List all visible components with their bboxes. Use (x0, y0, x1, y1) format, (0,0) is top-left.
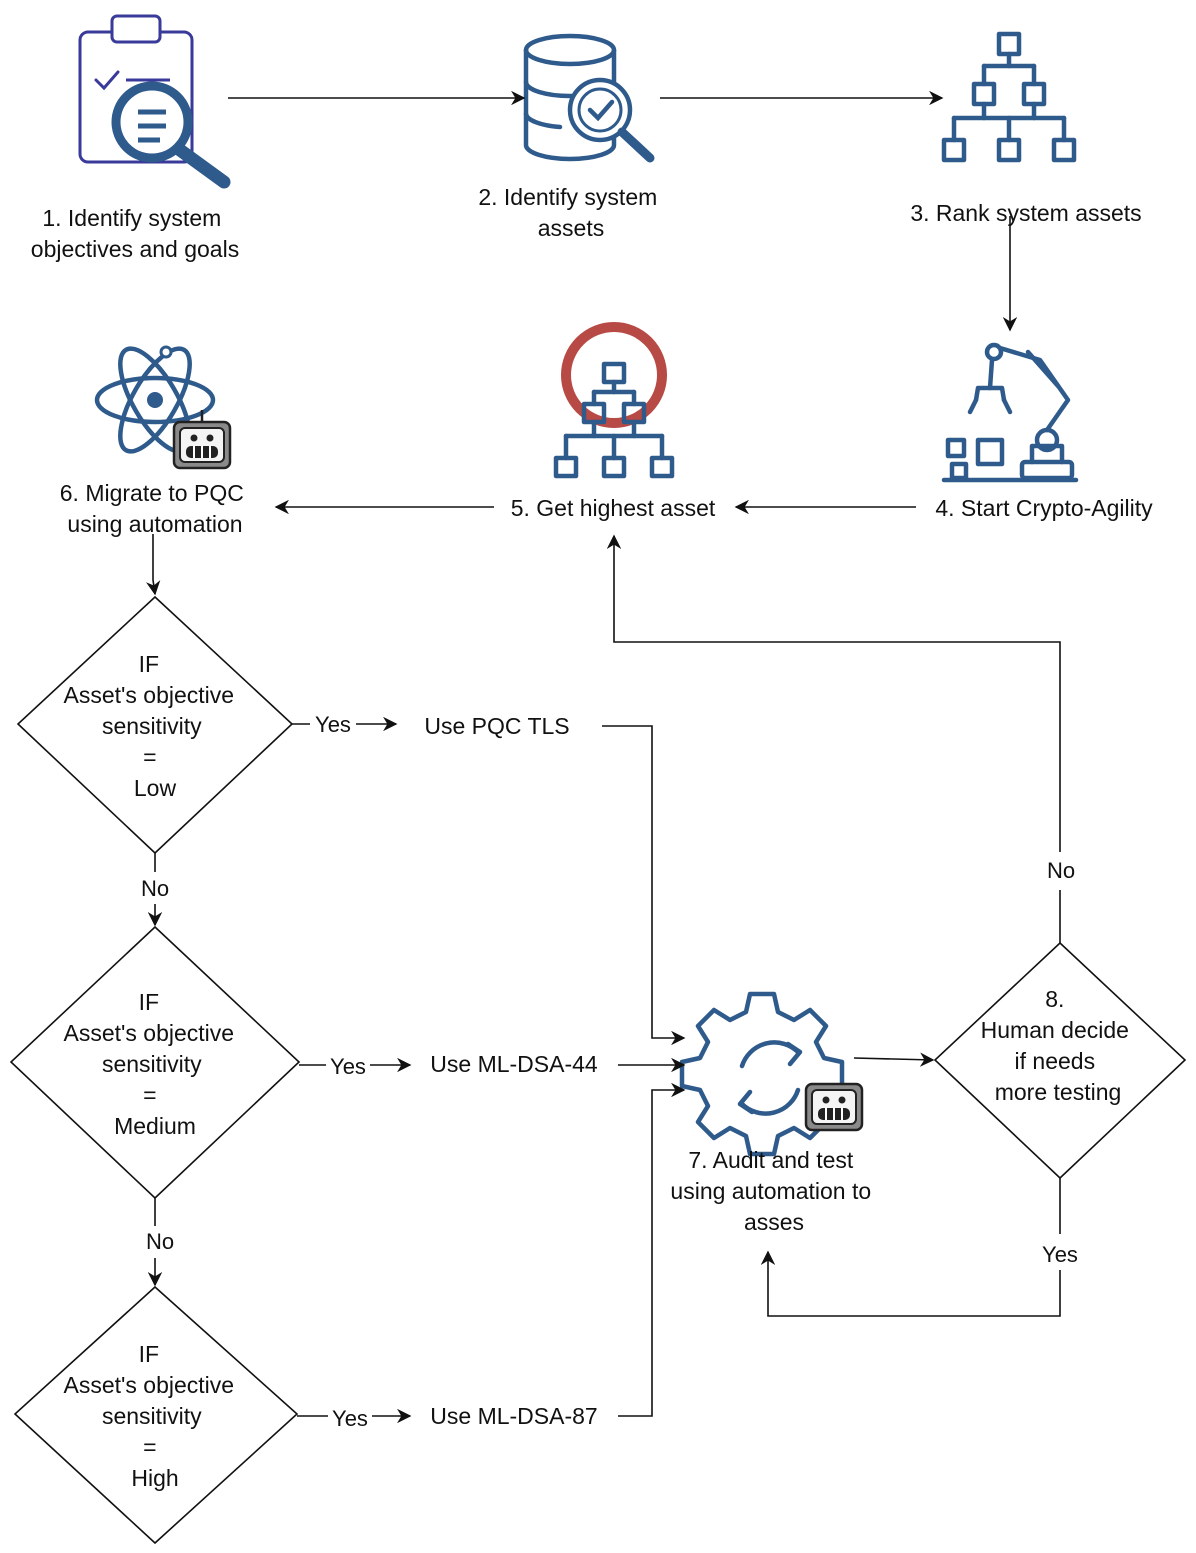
edge-label-no-low: No (141, 876, 169, 901)
action-ml-dsa-87: Use ML-DSA-87 (430, 1403, 597, 1429)
gear-sync-icon (679, 991, 845, 1157)
edge-8-no-back (606, 534, 1061, 852)
edge-6-low (146, 534, 161, 596)
edge-mldsa87-to-audit (618, 1082, 686, 1417)
step-2-label: 2. Identify system assets (478, 184, 663, 241)
hierarchy-icon (941, 31, 1077, 163)
robot-icon (172, 410, 232, 470)
decision-high (13, 1285, 299, 1545)
action-ml-dsa-44: Use ML-DSA-44 (430, 1051, 598, 1077)
robot-arm-icon (941, 342, 1079, 483)
highlighted-hierarchy-icon (553, 322, 675, 479)
edge-pqc-tls-to-audit (602, 725, 686, 1046)
database-search-icon (523, 33, 655, 163)
edge-label-yes-human: Yes (1042, 1242, 1078, 1267)
step-6-label: 6. Migrate to PQC using automation (60, 480, 250, 537)
step-5-label: 5. Get highest asset (511, 495, 716, 521)
step-1-label: 1. Identify system objectives and goals (31, 205, 239, 262)
decision-low-label: IF Asset's objective sensitivity = Low (64, 651, 241, 801)
edge-label-no-human: No (1047, 858, 1075, 883)
step-7-label: 7. Audit and test using automation to as… (670, 1147, 877, 1235)
edge-label-yes-high: Yes (332, 1406, 368, 1431)
robot-icon-audit (804, 1082, 864, 1132)
edge-label-yes-medium: Yes (330, 1054, 366, 1079)
decision-medium-label: IF Asset's objective sensitivity = Mediu… (64, 989, 241, 1139)
step-8-label: 8. Human decide if needs more testing (981, 986, 1136, 1105)
decision-high-label: IF Asset's objective sensitivity = High (64, 1341, 241, 1491)
edge-8-yes-back (760, 1250, 1061, 1317)
edge-7-8 (853, 1052, 935, 1067)
clipboard-search-icon (78, 14, 231, 189)
edge-label-no-medium: No (146, 1229, 174, 1254)
action-pqc-tls: Use PQC TLS (424, 713, 569, 739)
step-4-label: 4. Start Crypto-Agility (935, 495, 1153, 521)
edge-label-yes-low: Yes (315, 712, 351, 737)
step-3-label: 3. Rank system assets (910, 200, 1141, 226)
